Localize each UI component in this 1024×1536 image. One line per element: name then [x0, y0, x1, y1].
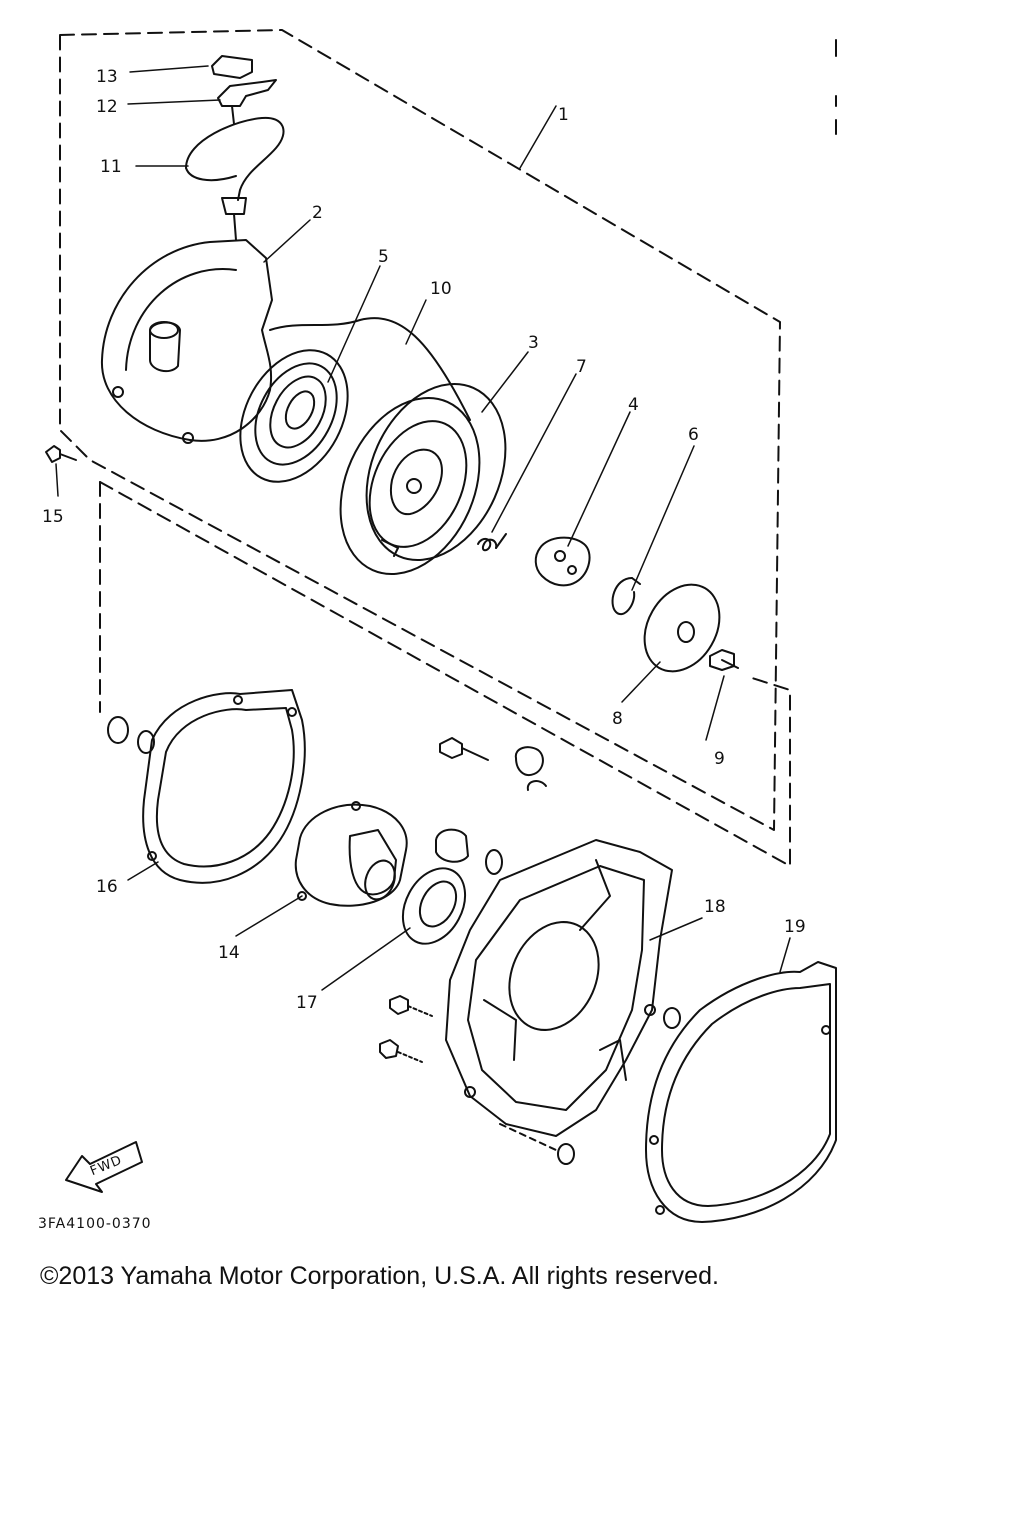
- cover-screws: [379, 995, 681, 1165]
- bolt-and-clamp: [439, 737, 547, 791]
- copyright-notice: ©2013 Yamaha Motor Corporation, U.S.A. A…: [40, 1262, 719, 1290]
- callout-7: 7: [576, 357, 587, 377]
- callout-16: 16: [96, 877, 118, 897]
- circlip-part: [611, 577, 641, 615]
- assembly-outline: [59, 29, 791, 867]
- callout-18: 18: [704, 897, 726, 917]
- starter-case-part: [100, 239, 471, 444]
- starter-handle-part: [185, 116, 285, 241]
- callout-2: 2: [312, 203, 323, 223]
- callout-3: 3: [528, 333, 539, 353]
- rope-clip-part: [217, 79, 277, 125]
- screw-15-part: [45, 445, 77, 463]
- callout-12: 12: [96, 97, 118, 117]
- callout-9: 9: [714, 749, 725, 769]
- parts-diagram: 1 2 3 4 5 6 7 8 9 10 11 12 13 14 15 16 1…: [38, 29, 837, 1232]
- callout-4: 4: [628, 395, 639, 415]
- callout-15: 15: [42, 507, 64, 527]
- oil-seal-part: [401, 867, 467, 945]
- gasket-19-part: [645, 961, 837, 1223]
- spiral-spring-part: [239, 349, 349, 483]
- sheave-drum-part: [339, 383, 507, 575]
- callout-8: 8: [612, 709, 623, 729]
- flange-housing-part: [294, 801, 408, 907]
- callout-11: 11: [100, 157, 122, 177]
- callout-6: 6: [688, 425, 699, 445]
- callout-14: 14: [218, 943, 240, 963]
- callout-1: 1: [558, 105, 569, 125]
- collar-and-oring: [435, 828, 503, 875]
- drive-pawl-part: [534, 536, 591, 587]
- bolt-9-part: [709, 649, 739, 671]
- plate-part: [643, 583, 721, 673]
- callout-5: 5: [378, 247, 389, 267]
- callout-10: 10: [430, 279, 452, 299]
- crankcase-cover-part: [445, 839, 673, 1137]
- cap-part: [211, 55, 253, 79]
- dowel-pins: [107, 716, 155, 754]
- callout-13: 13: [96, 67, 118, 87]
- callout-17: 17: [296, 993, 318, 1013]
- gasket-16-part: [142, 689, 306, 884]
- spring-part: [477, 533, 507, 552]
- fwd-arrow-icon: [65, 1141, 143, 1193]
- leader-lines: [55, 65, 791, 991]
- callout-19: 19: [784, 917, 806, 937]
- drawing-code: 3FA4100-0370: [38, 1216, 152, 1232]
